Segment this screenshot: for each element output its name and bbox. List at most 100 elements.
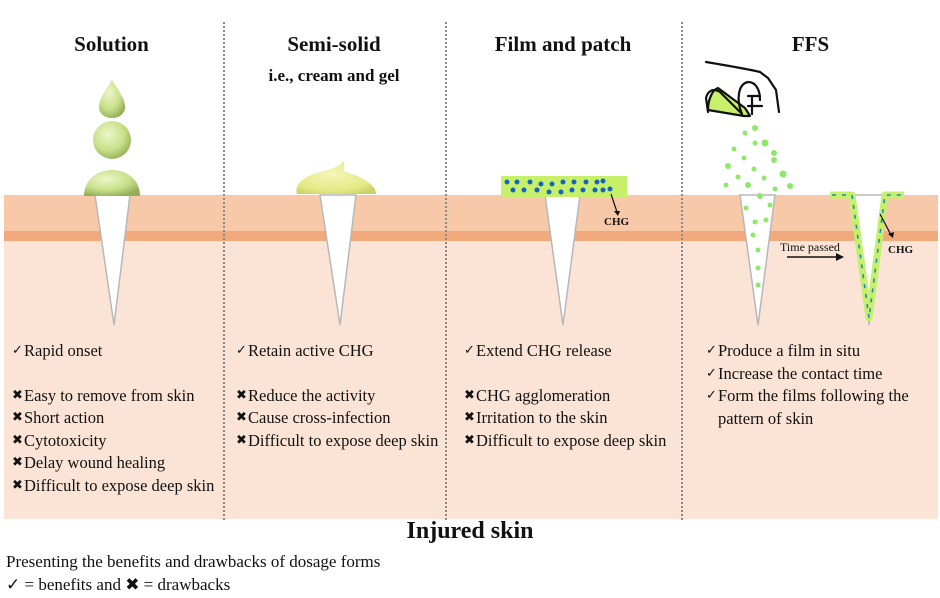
cross-icon: ✖ bbox=[236, 387, 247, 403]
check-icon: ✓ bbox=[706, 365, 717, 381]
spray-droplet bbox=[735, 174, 741, 180]
cream-dollop-icon bbox=[296, 161, 376, 194]
spray-droplet bbox=[755, 265, 761, 271]
benefit-item: ✓Increase the contact time bbox=[706, 363, 931, 386]
chg-particle bbox=[514, 179, 520, 185]
chg-particle bbox=[549, 181, 555, 187]
spray-droplet bbox=[771, 150, 777, 156]
chg-particle bbox=[592, 187, 598, 193]
film-patch-list: ✓Extend CHG release ✖CHG agglomeration ✖… bbox=[464, 340, 674, 452]
column-divider-1 bbox=[223, 22, 225, 520]
wound-film bbox=[544, 194, 581, 326]
film-patch-icon bbox=[501, 176, 627, 197]
cross-icon: ✖ bbox=[12, 477, 23, 493]
drawback-item: ✖CHG agglomeration bbox=[464, 385, 674, 408]
spray-droplet bbox=[752, 125, 758, 131]
check-icon: ✓ bbox=[12, 343, 23, 358]
cross-icon: ✖ bbox=[12, 387, 23, 403]
chg-particle bbox=[560, 179, 566, 185]
check-icon: ✓ bbox=[706, 388, 717, 403]
benefit-item: ✓Produce a film in situ bbox=[706, 340, 931, 363]
drawback-item: ✖Reduce the activity bbox=[236, 385, 441, 408]
cross-icon: ✖ bbox=[12, 432, 23, 448]
hand-spray-icon bbox=[704, 60, 781, 118]
semisolid-list: ✓Retain active CHG ✖Reduce the activity … bbox=[236, 340, 441, 452]
spray-droplet bbox=[761, 139, 769, 147]
spray-droplet bbox=[752, 140, 758, 146]
spray-droplet bbox=[725, 163, 731, 169]
chg-particle bbox=[546, 189, 552, 195]
drawback-item: ✖Easy to remove from skin bbox=[12, 385, 222, 408]
spray-droplet bbox=[761, 175, 767, 181]
chg-label-film: CHG bbox=[604, 216, 630, 228]
drawback-item: ✖Delay wound healing bbox=[12, 452, 222, 475]
drawback-item: ✖Difficult to expose deep skin bbox=[236, 430, 441, 453]
column-subtitle-semisolid: i.e., cream and gel bbox=[268, 66, 400, 85]
spray-droplet bbox=[779, 170, 787, 178]
caption-line-1: Presenting the benefits and drawbacks of… bbox=[6, 552, 381, 571]
drawback-item: ✖Difficult to expose deep skin bbox=[464, 430, 674, 453]
time-passed-label: Time passed bbox=[780, 240, 840, 254]
figure-title: Injured skin bbox=[406, 518, 534, 544]
spray-droplet bbox=[757, 193, 763, 199]
spray-droplet bbox=[767, 202, 773, 208]
cross-icon: ✖ bbox=[464, 432, 475, 448]
spray-droplet bbox=[741, 155, 747, 161]
chg-particle bbox=[521, 187, 527, 193]
column-title-ffs: FFS bbox=[791, 32, 830, 56]
wound-solution bbox=[94, 194, 131, 326]
spray-droplet bbox=[752, 219, 758, 225]
chg-particle bbox=[534, 187, 540, 193]
column-divider-3 bbox=[681, 22, 683, 520]
spray-droplet bbox=[731, 146, 737, 152]
check-icon: ✓ bbox=[236, 343, 247, 358]
spray-droplet bbox=[742, 130, 748, 136]
chg-particle bbox=[607, 186, 613, 192]
chg-particle bbox=[558, 189, 564, 195]
benefit-item: ✓Extend CHG release bbox=[464, 340, 674, 363]
spray-droplet bbox=[743, 205, 749, 211]
chg-arrow-ffs bbox=[879, 213, 892, 236]
drawback-item: ✖Cytotoxicity bbox=[12, 430, 222, 453]
drawback-item: ✖Irritation to the skin bbox=[464, 407, 674, 430]
cross-icon: ✖ bbox=[236, 432, 247, 448]
spray-droplet bbox=[723, 182, 729, 188]
check-icon: ✓ bbox=[464, 343, 475, 358]
chg-arrow-film bbox=[610, 193, 618, 213]
spray-droplet bbox=[745, 182, 751, 188]
spray-droplet bbox=[771, 157, 777, 163]
skin-epidermis-layer bbox=[4, 195, 938, 231]
spray-droplet bbox=[763, 217, 769, 223]
spray-droplet bbox=[755, 247, 761, 253]
chg-particle bbox=[594, 179, 600, 185]
ffs-formed-film-icon bbox=[830, 191, 904, 322]
chg-particle bbox=[504, 179, 510, 185]
cross-icon: ✖ bbox=[12, 455, 23, 470]
column-title-semisolid: Semi-solid bbox=[287, 32, 381, 56]
drawback-item: ✖Difficult to expose deep skin bbox=[12, 475, 222, 498]
drawback-item: ✖Short action bbox=[12, 407, 222, 430]
chg-particle bbox=[569, 187, 575, 193]
benefit-item: ✓Retain active CHG bbox=[236, 340, 441, 363]
chg-particle bbox=[571, 179, 577, 185]
column-title-film-patch: Film and patch bbox=[494, 32, 632, 56]
chg-particle bbox=[580, 187, 586, 193]
cross-icon: ✖ bbox=[236, 410, 247, 425]
check-icon: ✓ bbox=[706, 343, 717, 358]
wound-semisolid bbox=[319, 194, 357, 326]
benefit-item: ✓Rapid onset bbox=[12, 340, 222, 363]
cross-icon: ✖ bbox=[12, 410, 23, 425]
chg-particle bbox=[527, 179, 533, 185]
ffs-list: ✓Produce a film in situ ✓Increase the co… bbox=[706, 340, 931, 430]
column-divider-2 bbox=[445, 22, 447, 520]
caption-legend: ✓ = benefits and ✖ = drawbacks bbox=[6, 575, 231, 594]
spray-droplet bbox=[751, 166, 757, 172]
chg-particle bbox=[583, 179, 589, 185]
chg-particle bbox=[538, 181, 544, 187]
cross-icon: ✖ bbox=[464, 387, 475, 403]
cross-icon: ✖ bbox=[464, 410, 475, 425]
spray-droplet bbox=[755, 282, 761, 288]
spray-droplet bbox=[772, 186, 778, 192]
spray-droplets bbox=[723, 125, 793, 288]
